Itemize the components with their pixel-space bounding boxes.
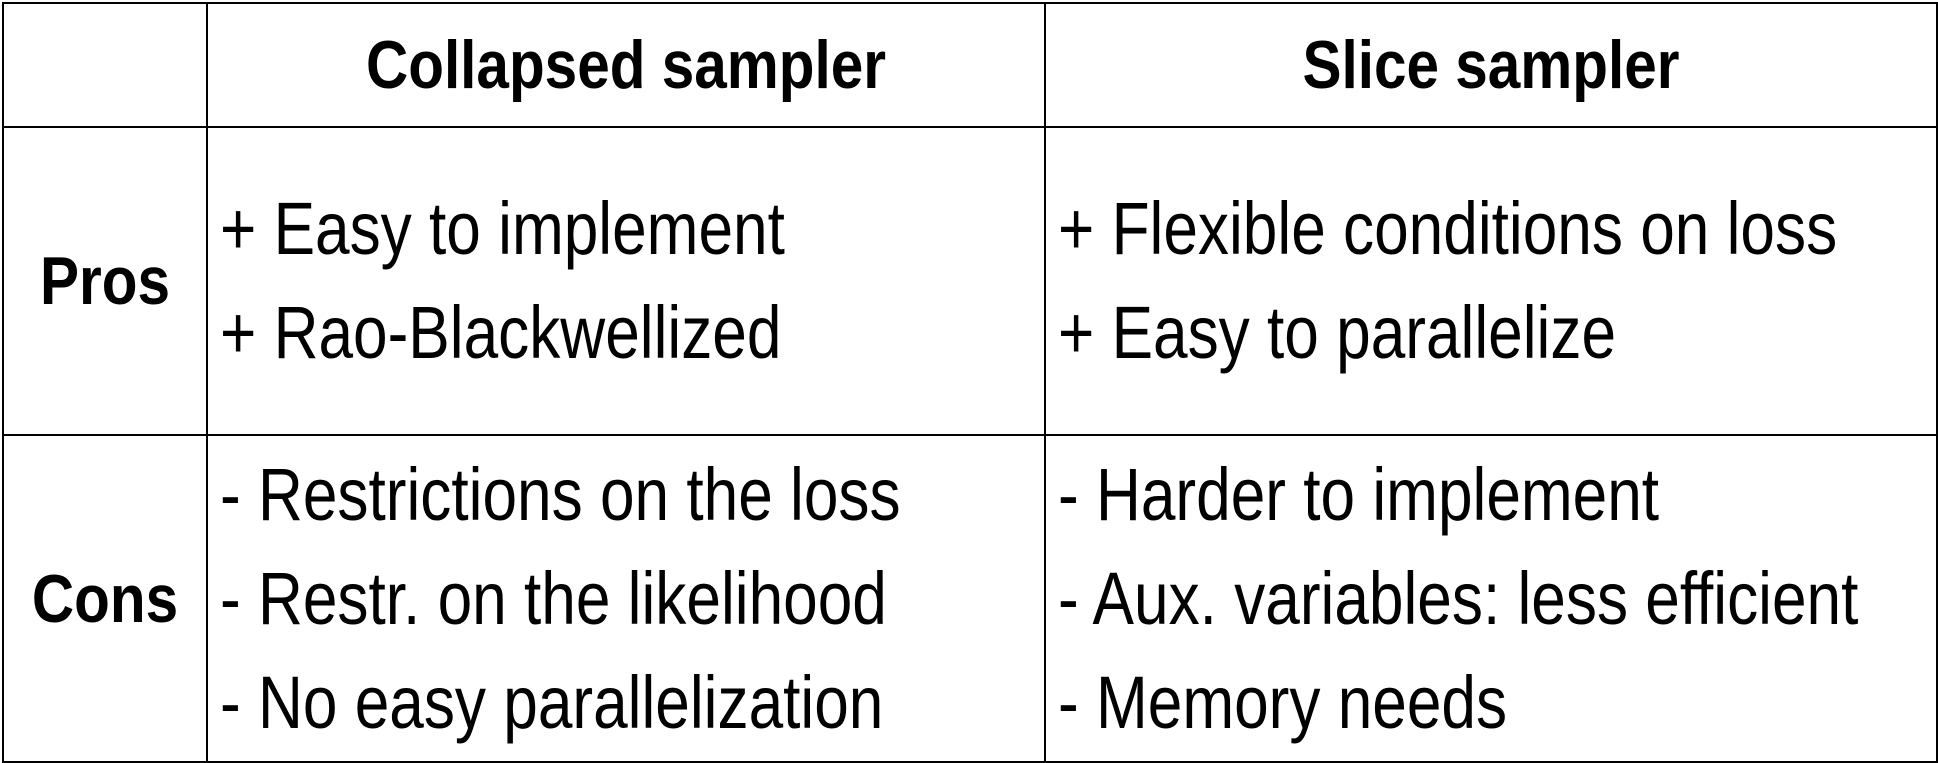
pros-collapsed-item: + Rao-Blackwellized xyxy=(220,291,782,374)
column-header-slice-sampler: Slice sampler xyxy=(1044,2,1938,128)
cons-slice-item: - Memory needs xyxy=(1058,660,1508,744)
pros-row: Pros + Easy to implement + Rao-Blackwell… xyxy=(2,126,1938,436)
pros-slice-item: + Flexible conditions on loss xyxy=(1058,187,1838,270)
column-header-label: Slice sampler xyxy=(1302,27,1680,103)
cons-slice-item: - Harder to implement xyxy=(1058,452,1660,536)
pros-slice-item: + Easy to parallelize xyxy=(1058,291,1617,374)
cons-collapsed-item: - No easy parallelization xyxy=(220,660,884,744)
cons-row: Cons - Restrictions on the loss - Restr.… xyxy=(2,434,1938,763)
row-header-pros: Pros xyxy=(2,126,208,436)
cons-collapsed-item: - Restr. on the likelihood xyxy=(220,556,887,640)
row-header-label: Cons xyxy=(31,560,179,637)
corner-cell xyxy=(2,2,208,128)
cons-slice-cell: - Harder to implement - Aux. variables: … xyxy=(1044,434,1938,763)
cons-slice-item: - Aux. variables: less efficient xyxy=(1058,556,1859,640)
pros-collapsed-item: + Easy to implement xyxy=(220,187,785,270)
header-row: Collapsed sampler Slice sampler xyxy=(2,2,1938,128)
column-header-label: Collapsed sampler xyxy=(365,27,887,103)
pros-collapsed-cell: + Easy to implement + Rao-Blackwellized xyxy=(206,126,1046,436)
row-header-label: Pros xyxy=(39,243,171,319)
column-header-collapsed-sampler: Collapsed sampler xyxy=(206,2,1046,128)
cons-collapsed-item: - Restrictions on the loss xyxy=(220,452,901,536)
row-header-cons: Cons xyxy=(2,434,208,763)
cons-collapsed-cell: - Restrictions on the loss - Restr. on t… xyxy=(206,434,1046,763)
pros-slice-cell: + Flexible conditions on loss + Easy to … xyxy=(1044,126,1938,436)
